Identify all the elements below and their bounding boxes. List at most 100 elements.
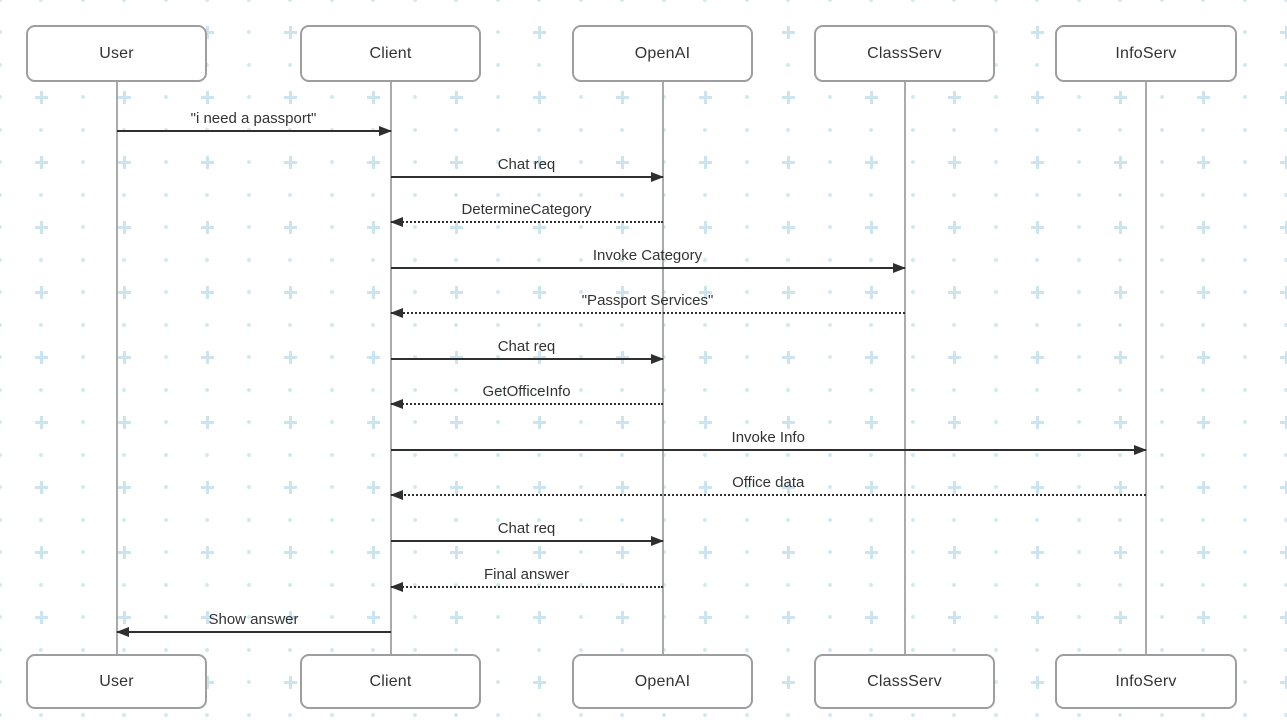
pattern-dot [786, 387, 790, 392]
pattern-dot [0, 647, 2, 652]
pattern-dot [0, 160, 2, 164]
pattern-dot [1242, 0, 1247, 2]
pattern-dot [786, 0, 790, 2]
pattern-dot [827, 0, 832, 2]
pattern-plus [532, 610, 546, 624]
pattern-dot [703, 387, 707, 392]
pattern-plus [781, 350, 795, 364]
pattern-plus [117, 480, 131, 494]
pattern-dot [288, 322, 292, 327]
pattern-dot [1242, 290, 1247, 294]
pattern-dot [869, 452, 873, 457]
pattern-dot [495, 615, 500, 619]
pattern-dot [329, 615, 334, 619]
pattern-dot [993, 712, 998, 717]
pattern-dot [205, 712, 209, 717]
pattern-dot [661, 225, 666, 229]
pattern-plus [781, 155, 795, 169]
pattern-dot [122, 257, 126, 262]
pattern-dot [412, 712, 417, 717]
pattern-plus [698, 480, 712, 494]
message-label: "i need a passport" [190, 110, 317, 127]
pattern-plus [1196, 220, 1210, 234]
pattern-dot [661, 517, 666, 522]
pattern-dot [0, 355, 2, 359]
pattern-plus [615, 220, 629, 234]
pattern-dot [80, 225, 85, 229]
pattern-dot [1076, 420, 1081, 424]
pattern-dot [1076, 517, 1081, 522]
pattern-dot [1076, 712, 1081, 717]
pattern-plus [947, 155, 961, 169]
pattern-dot [163, 452, 168, 457]
pattern-plus [117, 220, 131, 234]
pattern-plus [366, 90, 380, 104]
pattern-dot [1159, 452, 1164, 457]
pattern-dot [786, 582, 790, 587]
pattern-dot [1076, 322, 1081, 327]
pattern-dot [495, 30, 500, 34]
pattern-dot [1035, 322, 1039, 327]
pattern-plus [200, 545, 214, 559]
pattern-dot [661, 647, 666, 652]
pattern-dot [1201, 127, 1205, 132]
pattern-dot [827, 712, 832, 717]
pattern-dot [163, 517, 168, 522]
pattern-dot [1035, 647, 1039, 652]
actor-box-infoserv-top: InfoServ [1055, 25, 1237, 82]
pattern-plus [1030, 90, 1044, 104]
pattern-plus [366, 155, 380, 169]
pattern-plus [532, 415, 546, 429]
pattern-dot [786, 452, 790, 457]
pattern-plus [34, 90, 48, 104]
pattern-plus [1196, 285, 1210, 299]
pattern-plus [1279, 155, 1287, 169]
pattern-dot [910, 485, 915, 489]
pattern-dot [703, 127, 707, 132]
pattern-dot [1035, 257, 1039, 262]
pattern-dot [744, 647, 749, 652]
pattern-plus [34, 480, 48, 494]
message-label: Final answer [483, 566, 570, 583]
pattern-plus [1279, 220, 1287, 234]
pattern-dot [412, 257, 417, 262]
pattern-plus [366, 480, 380, 494]
pattern-dot [578, 0, 583, 2]
pattern-plus [34, 155, 48, 169]
pattern-dot [495, 0, 500, 2]
arrowhead-icon [389, 399, 403, 409]
pattern-dot [869, 647, 873, 652]
pattern-dot [993, 387, 998, 392]
actor-label: ClassServ [867, 44, 942, 62]
pattern-dot [952, 192, 956, 197]
pattern-dot [1242, 680, 1247, 684]
pattern-dot [744, 160, 749, 164]
pattern-dot [329, 517, 334, 522]
pattern-dot [661, 355, 666, 359]
pattern-plus [283, 220, 297, 234]
pattern-dot [1159, 582, 1164, 587]
pattern-dot [122, 0, 126, 2]
pattern-dot [371, 0, 375, 2]
pattern-dot [869, 127, 873, 132]
pattern-plus [698, 155, 712, 169]
pattern-dot [454, 192, 458, 197]
pattern-dot [205, 62, 209, 67]
pattern-plus [532, 675, 546, 689]
pattern-dot [910, 550, 915, 554]
pattern-dot [412, 420, 417, 424]
pattern-plus [781, 675, 795, 689]
pattern-dot [1076, 615, 1081, 619]
arrowhead-icon [650, 536, 664, 546]
pattern-plus [366, 220, 380, 234]
pattern-dot [246, 30, 251, 34]
pattern-dot [661, 257, 666, 262]
message-label: Chat req [497, 338, 556, 355]
pattern-dot [163, 355, 168, 359]
arrowhead-icon [389, 490, 403, 500]
pattern-plus [698, 545, 712, 559]
pattern-dot [412, 95, 417, 99]
pattern-dot [1242, 387, 1247, 392]
pattern-dot [661, 160, 666, 164]
pattern-dot [412, 517, 417, 522]
